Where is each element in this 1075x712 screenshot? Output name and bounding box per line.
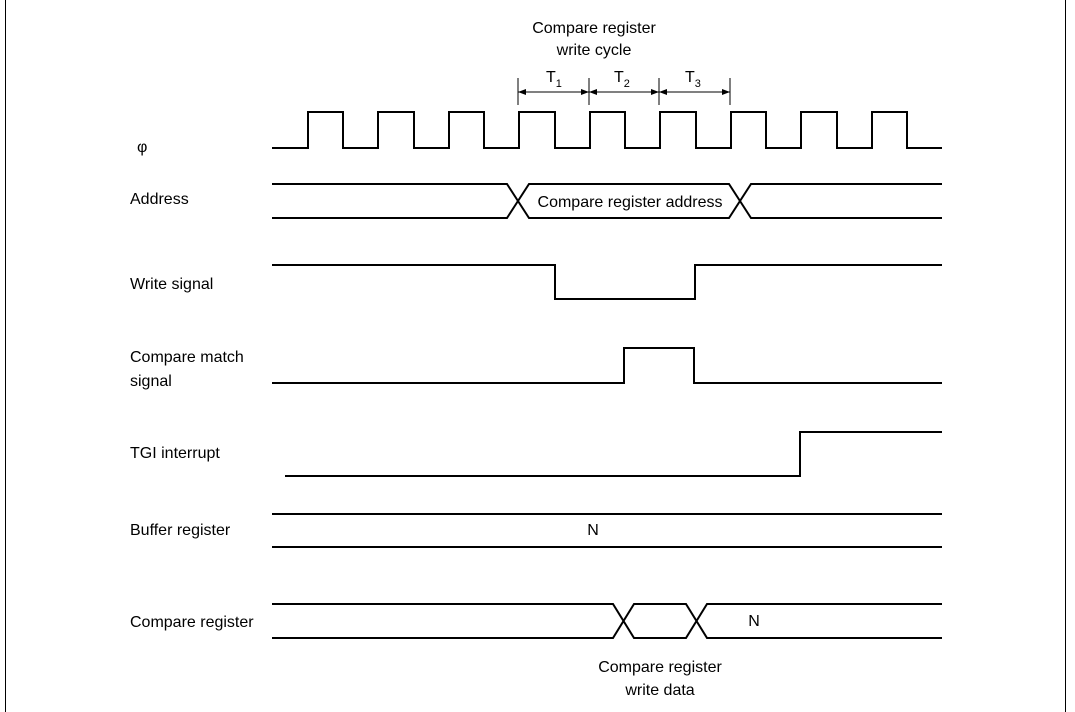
period-t1-label: T1 — [546, 69, 562, 90]
t1-sub: 1 — [556, 78, 562, 90]
compare-register-label: Compare register — [130, 614, 254, 631]
write-data-label-line2: write data — [624, 682, 694, 699]
tgi-interrupt-waveform — [285, 431, 942, 477]
compare-match-label-line1: Compare match — [130, 349, 244, 366]
diagram-frame — [5, 0, 1066, 712]
buffer-register-waveform — [272, 513, 942, 548]
t2-main: T — [614, 69, 624, 86]
phi-label: φ — [137, 139, 147, 156]
address-label: Address — [130, 191, 189, 208]
write-signal-waveform — [272, 264, 942, 300]
t3-sub: 3 — [695, 78, 701, 90]
address-waveform — [272, 183, 942, 219]
compare-match-waveform — [272, 347, 942, 384]
svg-text:T1: T1 — [546, 69, 562, 90]
compare-register-value: N — [748, 613, 760, 630]
write-signal-label: Write signal — [130, 276, 213, 293]
tgi-interrupt-label: TGI interrupt — [130, 445, 220, 462]
address-value: Compare register address — [538, 194, 723, 211]
write-cycle-label-line2: write cycle — [556, 42, 632, 59]
period-t3-label: T3 — [685, 69, 701, 90]
t3-main: T — [685, 69, 695, 86]
write-cycle-label-line1: Compare register — [532, 20, 656, 37]
compare-match-label-line2: signal — [130, 373, 172, 390]
t1-main: T — [546, 69, 556, 86]
period-markers — [517, 78, 731, 105]
buffer-register-value: N — [587, 522, 599, 539]
write-data-label-line1: Compare register — [598, 659, 722, 676]
svg-text:T3: T3 — [685, 69, 701, 90]
svg-text:T2: T2 — [614, 69, 630, 90]
buffer-register-label: Buffer register — [130, 522, 231, 539]
compare-register-waveform — [272, 603, 942, 639]
t2-sub: 2 — [624, 78, 630, 90]
period-t2-label: T2 — [614, 69, 630, 90]
phi-clock-waveform — [272, 111, 942, 149]
